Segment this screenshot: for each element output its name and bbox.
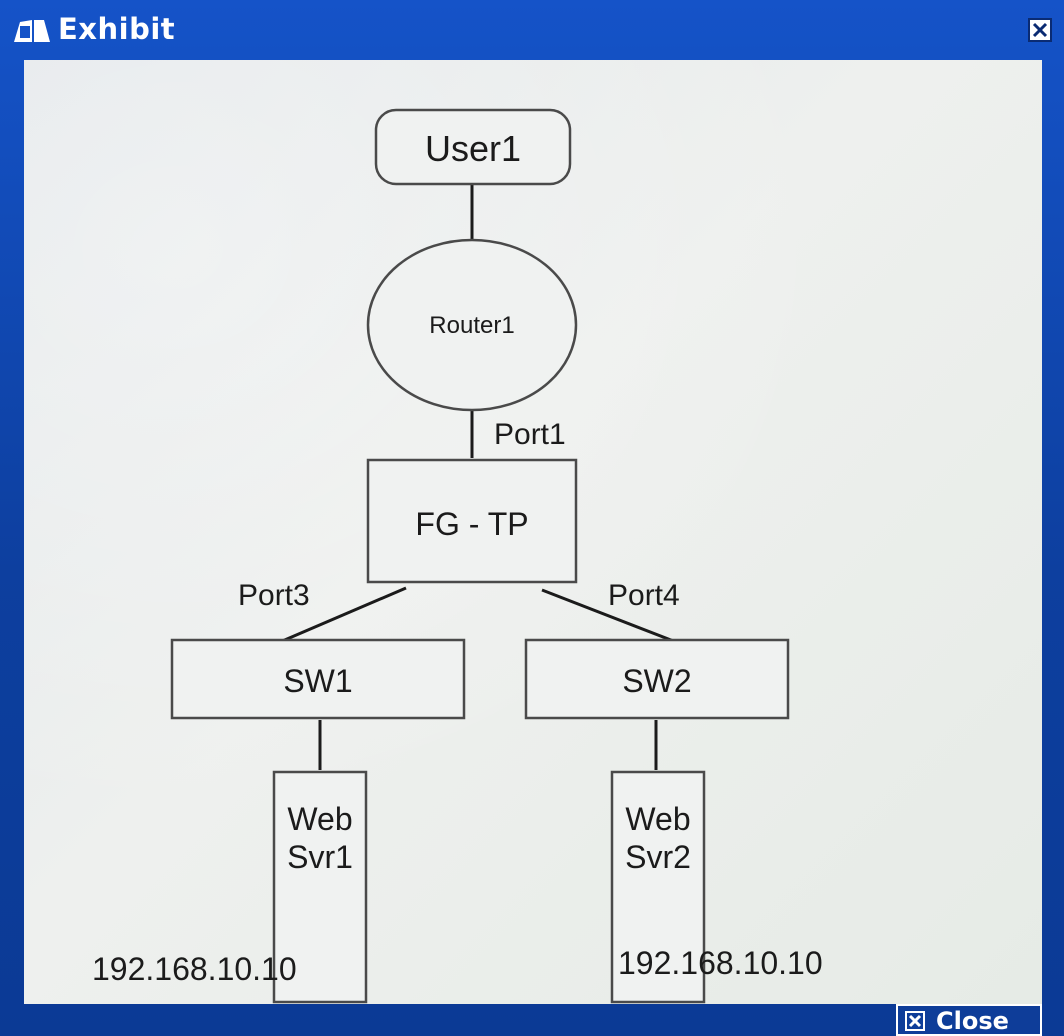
user1-node — [374, 108, 572, 186]
sw2-node — [524, 638, 790, 720]
port4-label: Port4 — [608, 579, 680, 612]
router1-node — [366, 238, 578, 412]
fgtp-label: FG - TP — [415, 506, 528, 542]
close-button[interactable]: Close — [896, 1004, 1042, 1036]
link-fgtp-sw1 — [279, 586, 407, 644]
port3-label: Port3 — [238, 579, 310, 612]
close-x-icon — [905, 1011, 925, 1031]
websvr1-label-line1: Web — [287, 801, 352, 837]
user1-label: User1 — [425, 128, 521, 169]
websvr2-node — [610, 770, 706, 1004]
websvr2-label-line2: Svr2 — [625, 839, 691, 875]
sw2-label: SW2 — [622, 663, 691, 699]
websvr2-label-line1: Web — [625, 801, 690, 837]
exhibit-canvas: User1 Router1 FG - TP SW1 SW2 Web Svr1 W… — [24, 60, 1042, 1004]
websvr1-ip-label: 192.168.10.10 — [92, 951, 297, 987]
sw1-label: SW1 — [283, 663, 352, 699]
websvr2-ip-label: 192.168.10.10 — [618, 945, 823, 981]
title-bar: Exhibit — [0, 0, 1064, 58]
network-diagram: User1 Router1 FG - TP SW1 SW2 Web Svr1 W… — [92, 108, 823, 1004]
link-fgtp-sw2 — [541, 588, 677, 644]
websvr1-label-line2: Svr1 — [287, 839, 353, 875]
router1-label: Router1 — [429, 312, 514, 339]
close-button-label: Close — [936, 1007, 1009, 1035]
exhibit-icon — [14, 20, 50, 42]
sw1-node — [170, 638, 466, 720]
fgtp-node — [366, 458, 578, 584]
port1-label: Port1 — [494, 418, 566, 451]
websvr1-node — [272, 770, 368, 1004]
close-x-icon — [1032, 22, 1048, 38]
title-close-button[interactable] — [1028, 18, 1052, 42]
window-title: Exhibit — [58, 12, 176, 46]
